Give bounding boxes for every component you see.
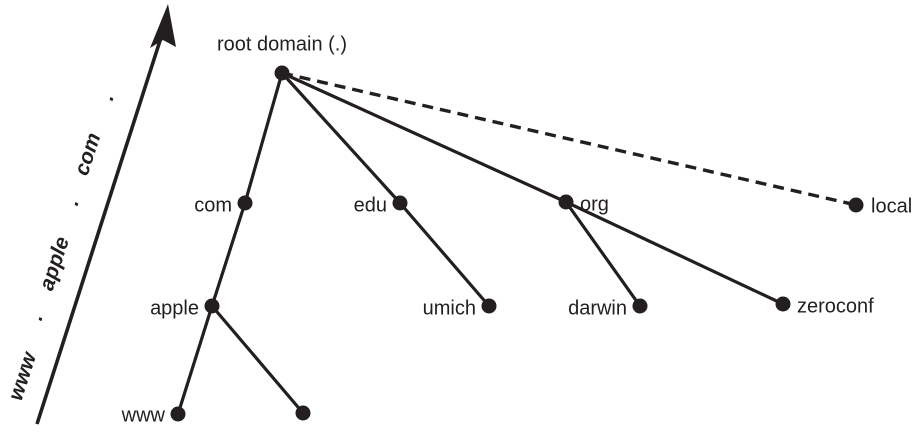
edge-org-zeroconf	[564, 200, 785, 306]
node-label-darwin: darwin	[568, 297, 627, 319]
node-dot-local[interactable]	[848, 197, 864, 213]
arrow-up-icon	[150, 4, 176, 48]
node-label-org: org	[580, 193, 609, 215]
domain-name-axis	[35, 4, 176, 425]
node-label-zeroconf: zeroconf	[797, 295, 874, 317]
node-dot-umich[interactable]	[481, 298, 497, 314]
axis-line	[35, 21, 168, 425]
axis-segment-dot-3: .	[95, 91, 119, 104]
node-dot-apple[interactable]	[204, 298, 220, 314]
node-dot-com[interactable]	[237, 195, 253, 211]
node-label-apple: apple	[150, 297, 199, 319]
node-label-www: www	[121, 404, 166, 426]
node-label-umich: umich	[423, 297, 476, 319]
edge-apple-www	[176, 304, 214, 416]
nodes-layer: root domain (.) com edu org local apple umich d…	[121, 33, 912, 426]
node-dot-edu[interactable]	[392, 195, 408, 211]
edge-org-darwin	[564, 200, 642, 308]
axis-segment-dot-2: .	[60, 196, 84, 209]
node-dot-apple-child-2[interactable]	[295, 405, 311, 421]
edge-root-edu	[280, 71, 402, 205]
edge-root-org	[280, 71, 568, 204]
edge-edu-umich	[398, 201, 491, 308]
node-dot-darwin[interactable]	[632, 298, 648, 314]
node-dot-org[interactable]	[558, 194, 574, 210]
node-dot-zeroconf[interactable]	[775, 296, 791, 312]
node-label-root: root domain (.)	[217, 33, 347, 55]
axis-segment-apple: apple	[35, 234, 74, 294]
axis-segment-www: www	[4, 348, 42, 403]
node-label-local: local	[871, 195, 912, 217]
edge-com-apple	[210, 201, 247, 308]
axis-segment-com: com	[70, 130, 105, 178]
axis-label-group: www . apple . com .	[4, 91, 119, 404]
edge-root-com	[243, 71, 284, 205]
edge-apple-child2	[210, 304, 305, 415]
edge-root-local	[281, 71, 857, 207]
edges-layer	[176, 71, 857, 416]
node-dot-root[interactable]	[274, 65, 290, 81]
axis-segment-dot-1: .	[24, 311, 48, 324]
node-dot-www[interactable]	[170, 406, 186, 422]
node-label-com: com	[194, 194, 232, 216]
node-label-edu: edu	[354, 194, 387, 216]
